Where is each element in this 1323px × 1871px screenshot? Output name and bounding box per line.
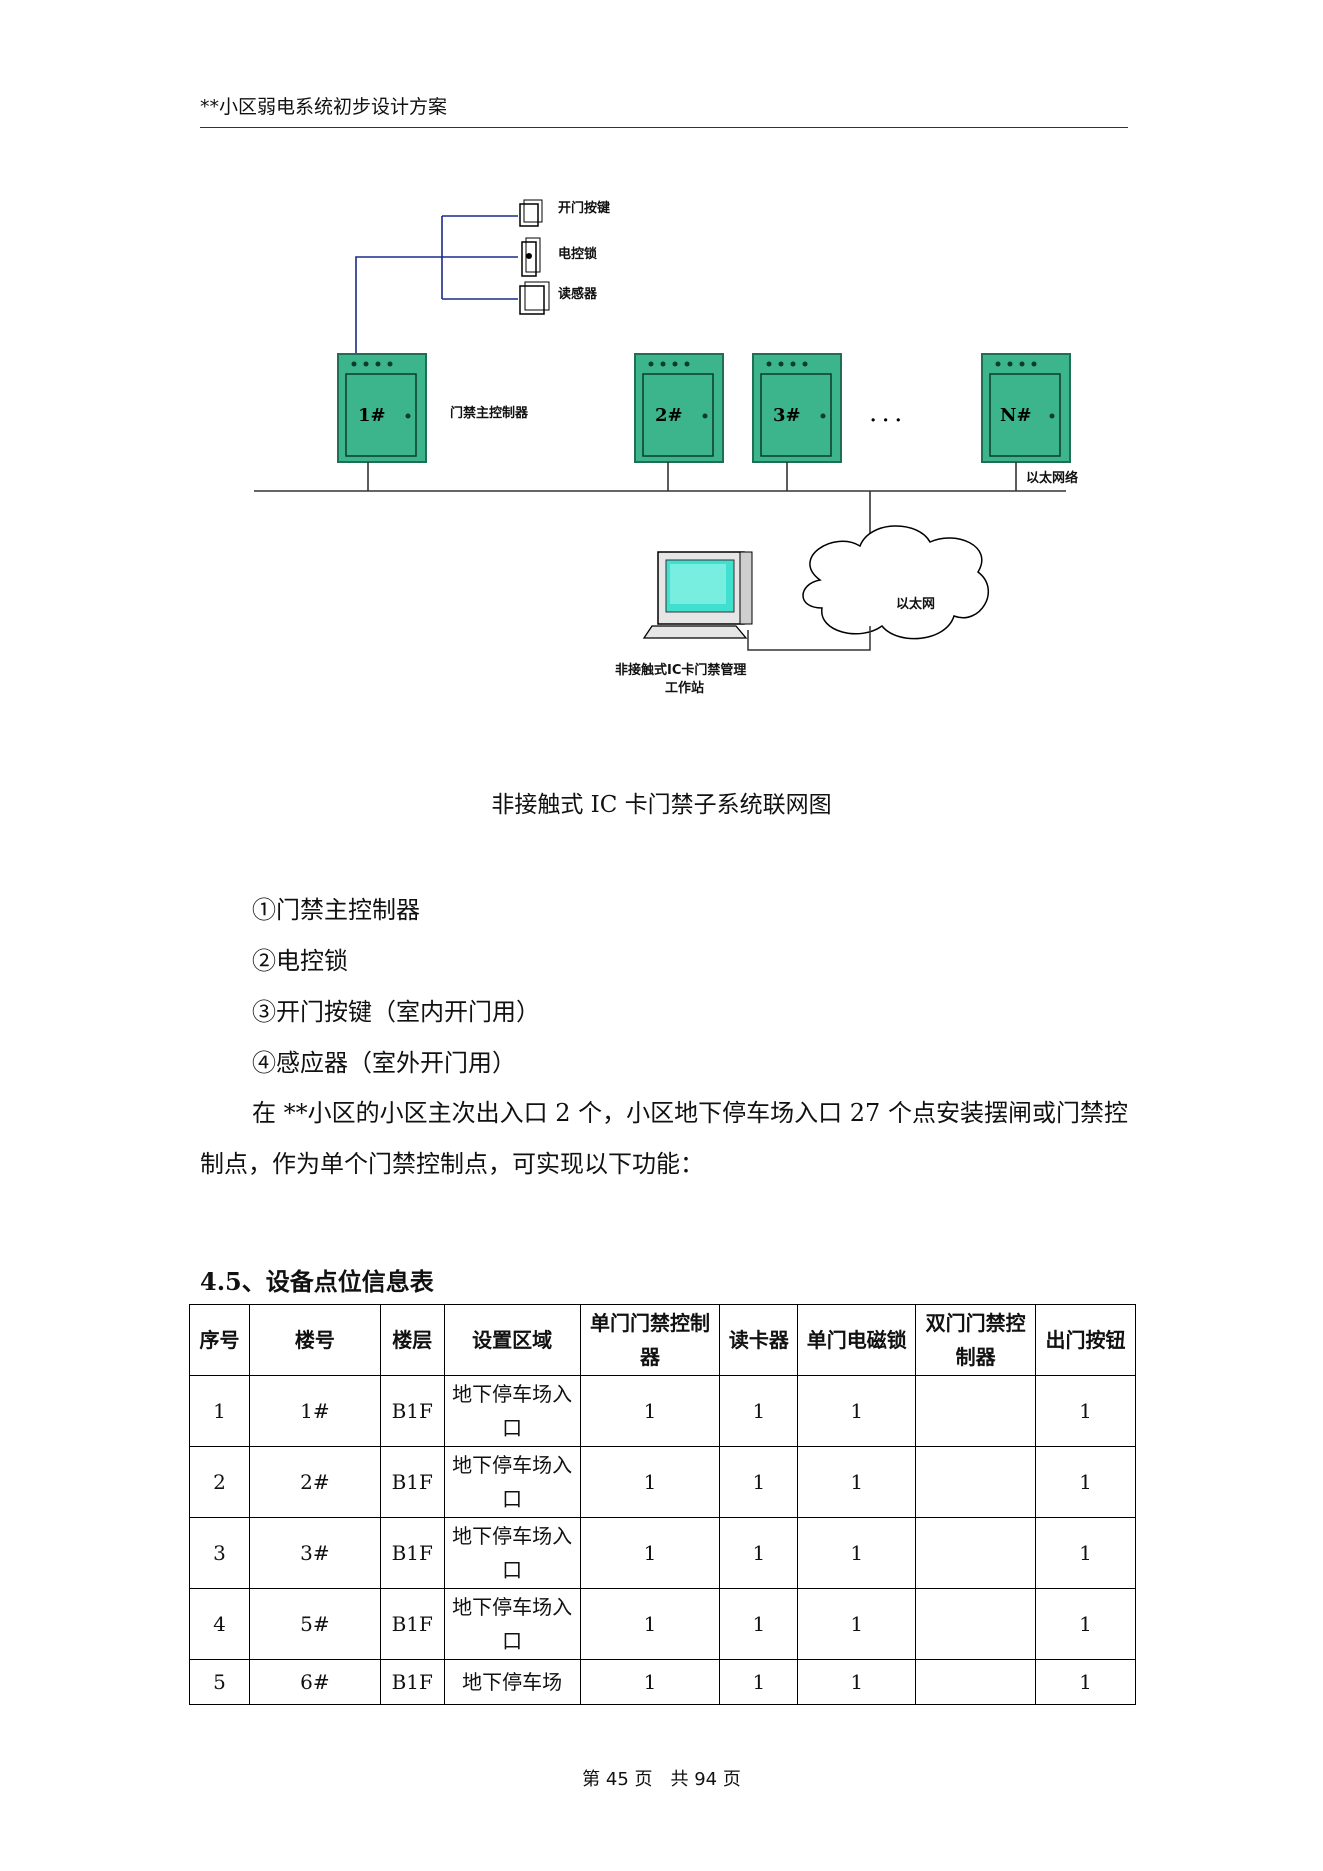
page-footer: 第 45 页 共 94 页 <box>582 1769 741 1790</box>
cell-double-door-controller <box>915 1659 1037 1705</box>
controller-caption: 门禁主控制器 <box>450 405 529 421</box>
workstation-icon <box>642 551 753 639</box>
col-header-area: 设置区域 <box>443 1304 581 1376</box>
device-label-card-reader: 读感器 <box>558 286 598 302</box>
cell-double-door-controller <box>915 1588 1037 1660</box>
col-header-floor: 楼层 <box>379 1304 445 1376</box>
col-header-single-door-controller: 单门门禁控制器 <box>579 1304 721 1376</box>
workstation-label-line1: 非接触式IC卡门禁管理 <box>615 662 746 678</box>
cell-single-door-controller: 1 <box>579 1446 721 1518</box>
equipment-points-table: 序号 楼号 楼层 设置区域 单门门禁控制器 读卡器 单门电磁锁 双门门禁控制器 … <box>189 1304 1136 1705</box>
cell-floor: B1F <box>379 1446 445 1518</box>
col-header-double-door-controller: 双门门禁控制器 <box>915 1304 1037 1376</box>
controller-label-1: 1# <box>358 405 386 426</box>
section-title: 4.5、设备点位信息表 <box>200 1267 434 1296</box>
cell-building: 5# <box>248 1588 381 1660</box>
body-paragraph: 在 **小区的小区主次出入口 2 个，小区地下停车场入口 27 个点安装摆闸或门… <box>200 1099 1128 1178</box>
cell-single-door-controller: 1 <box>579 1517 721 1589</box>
cell-magnetic-lock: 1 <box>797 1375 917 1447</box>
bus-label: 以太网络 <box>1026 470 1078 486</box>
cell-magnetic-lock: 1 <box>797 1446 917 1518</box>
cell-area: 地下停车场入口 <box>443 1517 581 1589</box>
cell-building: 2# <box>248 1446 381 1518</box>
cloud-label: 以太网 <box>896 596 935 612</box>
cell-exit-button: 1 <box>1035 1517 1136 1589</box>
cell-double-door-controller <box>915 1375 1037 1447</box>
cell-index: 5 <box>189 1659 250 1705</box>
col-header-index: 序号 <box>189 1304 250 1376</box>
cell-card-reader: 1 <box>719 1446 799 1518</box>
cell-single-door-controller: 1 <box>579 1375 721 1447</box>
list-item-lock: ②电控锁 <box>252 947 348 975</box>
cell-area: 地下停车场入口 <box>443 1375 581 1447</box>
cell-floor: B1F <box>379 1659 445 1705</box>
card-reader-icon <box>519 281 550 315</box>
cell-card-reader: 1 <box>719 1517 799 1589</box>
cell-building: 1# <box>248 1375 381 1447</box>
cell-exit-button: 1 <box>1035 1446 1136 1518</box>
controller-label-n: N# <box>1000 405 1032 426</box>
cell-building: 6# <box>248 1659 381 1705</box>
controller-cabinet-3 <box>752 353 842 463</box>
device-label-electric-lock: 电控锁 <box>558 246 597 262</box>
cell-floor: B1F <box>379 1588 445 1660</box>
cell-area: 地下停车场入口 <box>443 1446 581 1518</box>
cell-single-door-controller: 1 <box>579 1659 721 1705</box>
controller-cabinet-n <box>981 353 1071 463</box>
col-header-magnetic-lock: 单门电磁锁 <box>797 1304 917 1376</box>
list-item-door-button: ③开门按键（室内开门用） <box>252 998 540 1026</box>
device-wiring <box>355 215 518 360</box>
cell-exit-button: 1 <box>1035 1659 1136 1705</box>
cell-floor: B1F <box>379 1517 445 1589</box>
list-item-controller: ①门禁主控制器 <box>252 896 420 924</box>
cell-exit-button: 1 <box>1035 1375 1136 1447</box>
cell-double-door-controller <box>915 1446 1037 1518</box>
workstation-label-line2: 工作站 <box>665 680 704 696</box>
network-diagram: 开门按键 电控锁 读感器 1# 门禁主控制器 2# 3# · · · <box>254 199 1078 696</box>
workstation-wiring <box>747 626 871 651</box>
controller-label-3: 3# <box>773 405 801 426</box>
table-row: 2 2# B1F 地下停车场入口 1 1 1 1 <box>189 1446 1136 1518</box>
table-header-row: 序号 楼号 楼层 设置区域 单门门禁控制器 读卡器 单门电磁锁 双门门禁控制器 … <box>189 1304 1136 1376</box>
controller-ellipsis: · · · <box>870 410 901 431</box>
cell-building: 3# <box>248 1517 381 1589</box>
cell-single-door-controller: 1 <box>579 1588 721 1660</box>
cell-magnetic-lock: 1 <box>797 1517 917 1589</box>
cell-card-reader: 1 <box>719 1588 799 1660</box>
table-row: 1 1# B1F 地下停车场入口 1 1 1 1 <box>189 1375 1136 1447</box>
cell-index: 3 <box>189 1517 250 1589</box>
col-header-exit-button: 出门按钮 <box>1035 1304 1136 1376</box>
page-header: **小区弱电系统初步设计方案 <box>200 92 1128 128</box>
cell-area: 地下停车场入口 <box>443 1588 581 1660</box>
cell-index: 1 <box>189 1375 250 1447</box>
device-label-door-button: 开门按键 <box>558 200 610 216</box>
electric-lock-icon <box>521 237 541 277</box>
cell-area: 地下停车场 <box>443 1659 581 1705</box>
cell-card-reader: 1 <box>719 1659 799 1705</box>
cell-card-reader: 1 <box>719 1375 799 1447</box>
table-row: 5 6# B1F 地下停车场 1 1 1 1 <box>189 1659 1136 1705</box>
controller-cabinet-1 <box>337 353 427 463</box>
cell-double-door-controller <box>915 1517 1037 1589</box>
table-row: 4 5# B1F 地下停车场入口 1 1 1 1 <box>189 1588 1136 1660</box>
document-title: **小区弱电系统初步设计方案 <box>200 96 448 118</box>
cell-magnetic-lock: 1 <box>797 1659 917 1705</box>
col-header-building: 楼号 <box>248 1304 381 1376</box>
figure-caption: 非接触式 IC 卡门禁子系统联网图 <box>491 792 832 818</box>
table-row: 3 3# B1F 地下停车场入口 1 1 1 1 <box>189 1517 1136 1589</box>
cell-magnetic-lock: 1 <box>797 1588 917 1660</box>
list-item-sensor: ④感应器（室外开门用） <box>252 1049 516 1077</box>
ethernet-cloud-icon <box>802 525 989 640</box>
col-header-card-reader: 读卡器 <box>719 1304 799 1376</box>
cell-index: 2 <box>189 1446 250 1518</box>
controller-cabinet-2 <box>634 353 724 463</box>
cell-floor: B1F <box>379 1375 445 1447</box>
cell-exit-button: 1 <box>1035 1588 1136 1660</box>
controller-label-2: 2# <box>655 405 683 426</box>
cell-index: 4 <box>189 1588 250 1660</box>
door-button-icon <box>519 199 543 227</box>
